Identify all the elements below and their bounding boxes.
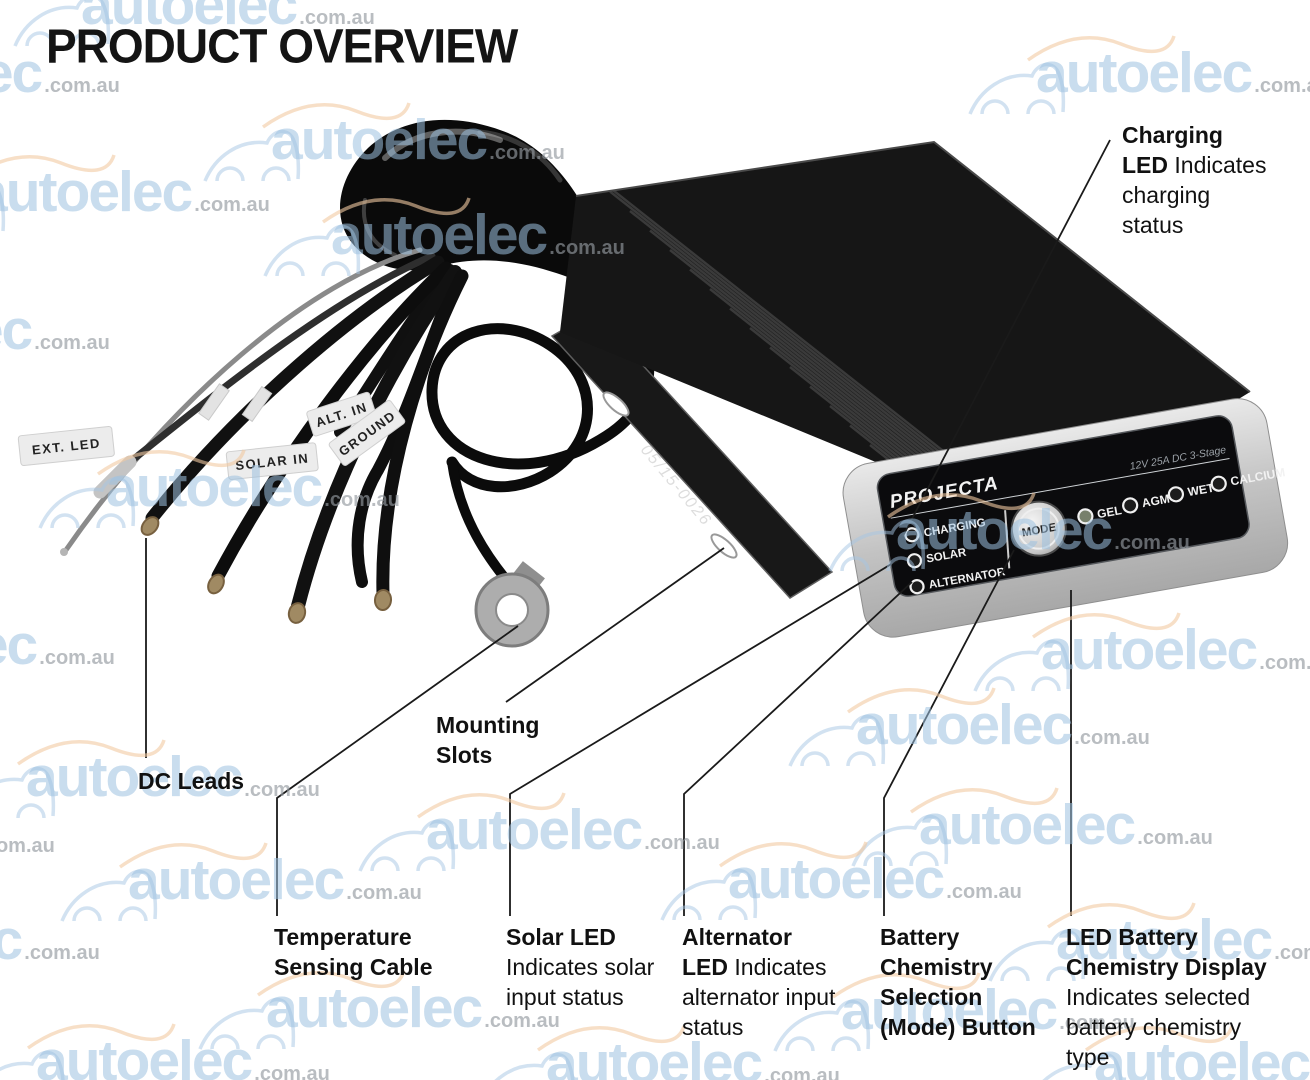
callout-dc-leads-title: DC Leads — [138, 768, 245, 794]
callout-solar-title: Solar LED — [506, 924, 616, 950]
gel-led — [1077, 508, 1094, 525]
alternator-led — [909, 579, 925, 595]
callout-charging-led: Charging LED Indicates charging status — [1122, 120, 1274, 240]
callout-mounting-title: Mounting Slots — [436, 712, 540, 768]
front-panel-group: PROJECTA 12V 25A DC 3-Stage CHARGING SOL… — [842, 398, 1289, 638]
callout-temperature: Temperature Sensing Cable — [274, 922, 439, 982]
wet-led — [1167, 486, 1185, 503]
mode-button-label: MODE — [1021, 522, 1057, 540]
wet-led-label: WET — [1187, 481, 1216, 500]
copper-tip — [287, 602, 307, 624]
callout-temperature-title: Temperature Sensing Cable — [274, 924, 433, 980]
callout-line-charging — [902, 139, 1111, 537]
agm-led — [1122, 497, 1139, 514]
mounting-slot — [602, 391, 630, 417]
tag-ext-led: EXT. LED — [17, 425, 115, 467]
callout-mounting-slots: Mounting Slots — [436, 710, 556, 770]
blank-tape — [241, 385, 273, 423]
callout-solar-led: Solar LED Indicates solar input status — [506, 922, 656, 1012]
wire-tip — [60, 548, 68, 556]
callout-line-mode — [883, 549, 1015, 916]
calcium-led — [1210, 475, 1227, 492]
callout-line-temperature — [276, 625, 519, 916]
copper-tip — [373, 589, 393, 611]
cable-tags: EXT. LED SOLAR IN ALT. IN GROUND — [17, 391, 406, 481]
callout-charging-title: Charging LED — [1122, 122, 1223, 178]
callout-mode-title: Battery Chemistry Selection (Mode) Butto… — [880, 924, 1036, 1040]
blank-tape — [198, 383, 230, 421]
callout-dc-leads: DC Leads — [138, 766, 278, 796]
copper-tip — [140, 516, 160, 536]
page-title: PRODUCT OVERVIEW — [46, 19, 518, 74]
tag-ext-led-text: EXT. LED — [31, 435, 101, 457]
callout-display-title: LED Battery Chemistry Display — [1066, 924, 1267, 980]
temperature-sensor-wire — [126, 252, 436, 466]
callout-charging-desc: Indicates charging status — [1122, 152, 1267, 238]
top-surface — [560, 142, 1250, 472]
callout-alternator-title: Alternator LED — [682, 924, 792, 980]
callout-line-mounting — [505, 547, 725, 703]
callout-mode-button: Battery Chemistry Selection (Mode) Butto… — [880, 922, 1052, 1042]
charger-body: 05/15-0026 PROJECTA 12V 25A DC 3-Stage C… — [550, 140, 1289, 638]
callout-display-desc: Indicates selected battery chemistry typ… — [1066, 984, 1251, 1070]
gel-led-label: GEL — [1096, 503, 1123, 521]
callout-alternator-desc: Indicates alternator input status — [682, 954, 836, 1040]
callout-led-display: LED Battery Chemistry Display Indicates … — [1066, 922, 1278, 1072]
agm-led-label: AGM — [1141, 492, 1171, 511]
copper-tip — [207, 573, 225, 595]
callout-solar-desc: Indicates solar input status — [506, 954, 655, 1010]
callout-alternator-led: Alternator LED Indicates alternator inpu… — [682, 922, 840, 1042]
